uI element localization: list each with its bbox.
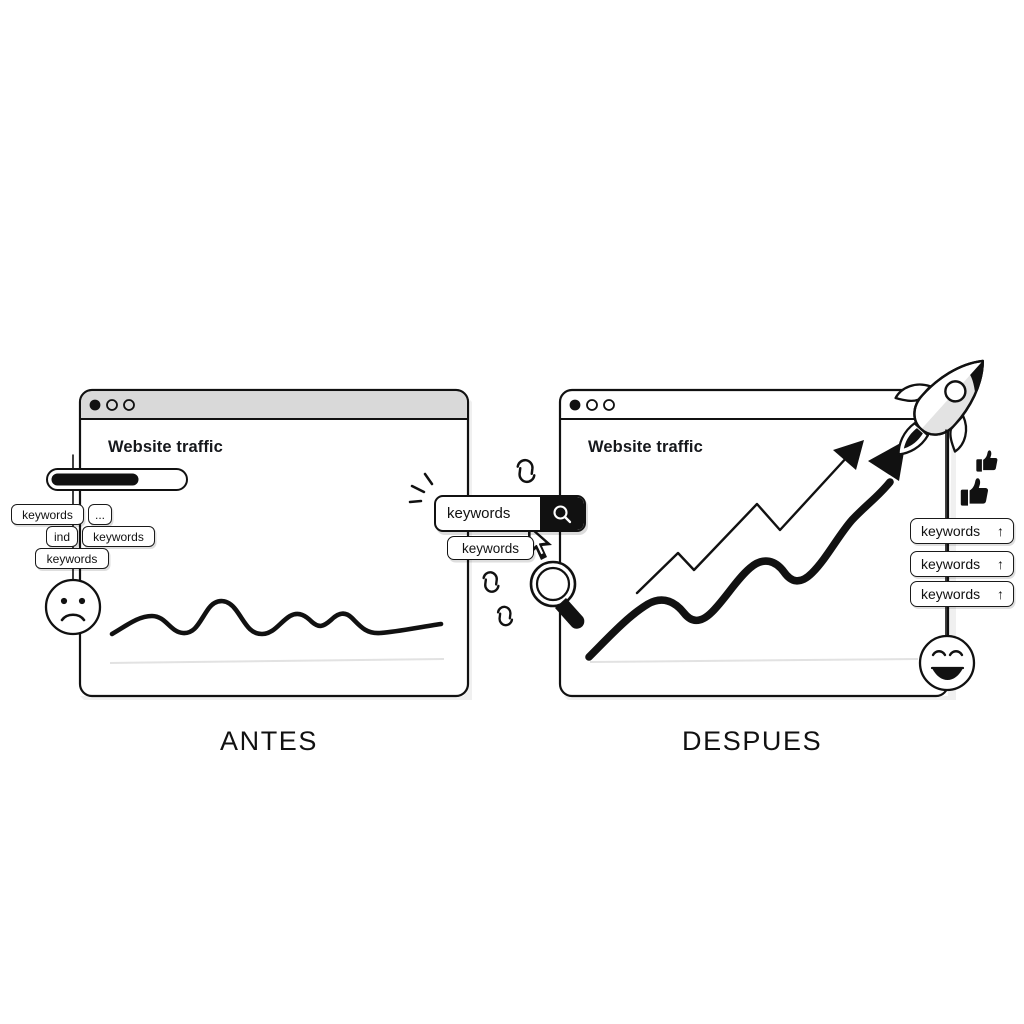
keyword-chip[interactable]: keywords: [82, 526, 155, 547]
link-icon: [496, 605, 514, 627]
before-browser-window: [78, 388, 472, 700]
keyword-chip[interactable]: keywords: [35, 548, 109, 569]
search-bar[interactable]: keywords: [434, 495, 586, 532]
before-chart-title: Website traffic: [108, 438, 223, 456]
thumbs-up-icon: [976, 450, 998, 472]
sad-face-icon: [44, 578, 102, 636]
window-dot-close: [89, 399, 101, 411]
window-dot-maximize: [123, 399, 135, 411]
arrow-up-icon: ↑: [997, 586, 1004, 602]
after-browser-window: [558, 388, 956, 700]
keyword-chip-label: keywords: [921, 523, 981, 539]
rocket-icon: [894, 359, 985, 456]
keyword-chip-rising[interactable]: keywords ↑: [910, 551, 1014, 577]
keyword-chip-ellipsis[interactable]: ...: [88, 504, 112, 525]
arrow-up-icon: ↑: [997, 523, 1004, 539]
search-button[interactable]: [540, 497, 584, 530]
happy-face-icon: [918, 634, 976, 692]
before-caption: ANTES: [220, 726, 319, 756]
before-traffic-chart: [109, 598, 445, 664]
search-icon: [553, 504, 572, 523]
before-chart-line: [109, 598, 444, 637]
thumbs-up-icon: [960, 478, 989, 506]
thick-wave-arrow: [585, 440, 906, 661]
window-dot-close: [569, 399, 581, 411]
keyword-chip-rising[interactable]: keywords ↑: [910, 518, 1014, 544]
search-input[interactable]: keywords: [447, 505, 511, 522]
after-traffic-chart: [585, 440, 919, 663]
keyword-chip[interactable]: keywords: [11, 504, 84, 525]
window-dot-minimize: [106, 399, 118, 411]
thin-zigzag-arrow: [635, 440, 864, 595]
keyword-chip-label: keywords: [921, 556, 981, 572]
after-chart-title: Website traffic: [588, 438, 703, 456]
keyword-chip[interactable]: ind: [46, 526, 78, 547]
link-icon: [516, 458, 536, 484]
arrow-up-icon: ↑: [997, 556, 1004, 572]
loading-bar: [46, 468, 188, 491]
search-suggestion[interactable]: keywords: [447, 536, 534, 560]
magnifier-icon: [529, 560, 585, 629]
sparkle-icon: [408, 472, 434, 504]
keyword-chip-rising[interactable]: keywords ↑: [910, 581, 1014, 607]
keyword-chip-label: keywords: [921, 586, 981, 602]
window-dot-maximize: [603, 399, 615, 411]
window-dot-minimize: [586, 399, 598, 411]
after-caption: DESPUES: [682, 726, 823, 756]
link-icon: [482, 571, 500, 593]
